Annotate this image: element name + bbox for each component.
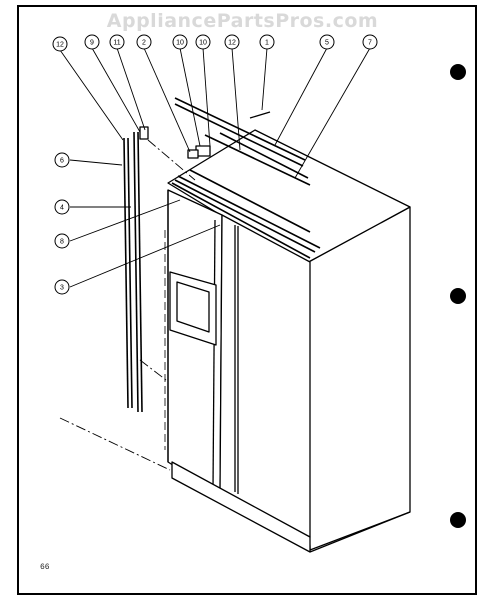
trim-clip [139,126,149,140]
callout-label: 12 [228,40,236,47]
callout-label: 11 [113,40,120,47]
callout: 10 [195,34,211,50]
callout: 4 [54,199,70,215]
callout: 6 [54,152,70,168]
callout: 7 [362,34,378,50]
page-border [17,5,477,595]
callout: 9 [84,34,100,50]
top-trim-strip [204,132,311,186]
callout: 12 [224,34,240,50]
callout: 8 [54,233,70,249]
hinge-bracket [187,111,271,159]
alignment-lines [59,139,196,471]
door-top-trim [171,169,321,259]
callout-label: 1 [265,40,269,47]
callout-label: 10 [199,40,207,47]
vertical-trim-strip [123,131,143,413]
page-number: 66 [40,563,50,572]
cabinet-side-panel [302,206,411,551]
callout: 12 [52,36,68,52]
callout: 5 [319,34,335,50]
callouts-top: 12 9 11 2 10 10 12 1 5 7 [52,34,378,52]
callout-label: 5 [325,40,329,47]
callout-label: 10 [176,40,184,47]
callout-label: 4 [60,205,64,212]
leader-lines [59,47,371,288]
binder-hole [450,64,466,80]
callout: 2 [136,34,152,50]
callout: 11 [109,34,125,50]
fresh-food-door [219,214,311,538]
watermark: AppliancePartsPros.com [106,10,379,32]
callout-label: 3 [60,285,64,292]
callout-label: 9 [90,40,94,47]
callout-label: 7 [368,40,372,47]
callout-label: 2 [142,40,146,47]
cabinet-base [171,461,411,553]
binder-hole [450,512,466,528]
dispenser [169,271,217,346]
callouts-left: 6 4 8 3 [54,152,70,295]
callout: 3 [54,279,70,295]
binder-hole [450,288,466,304]
callout-label: 12 [56,42,64,49]
callout: 10 [172,34,188,50]
callout-label: 6 [60,158,64,165]
callout: 1 [259,34,275,50]
callout-label: 8 [60,239,64,246]
